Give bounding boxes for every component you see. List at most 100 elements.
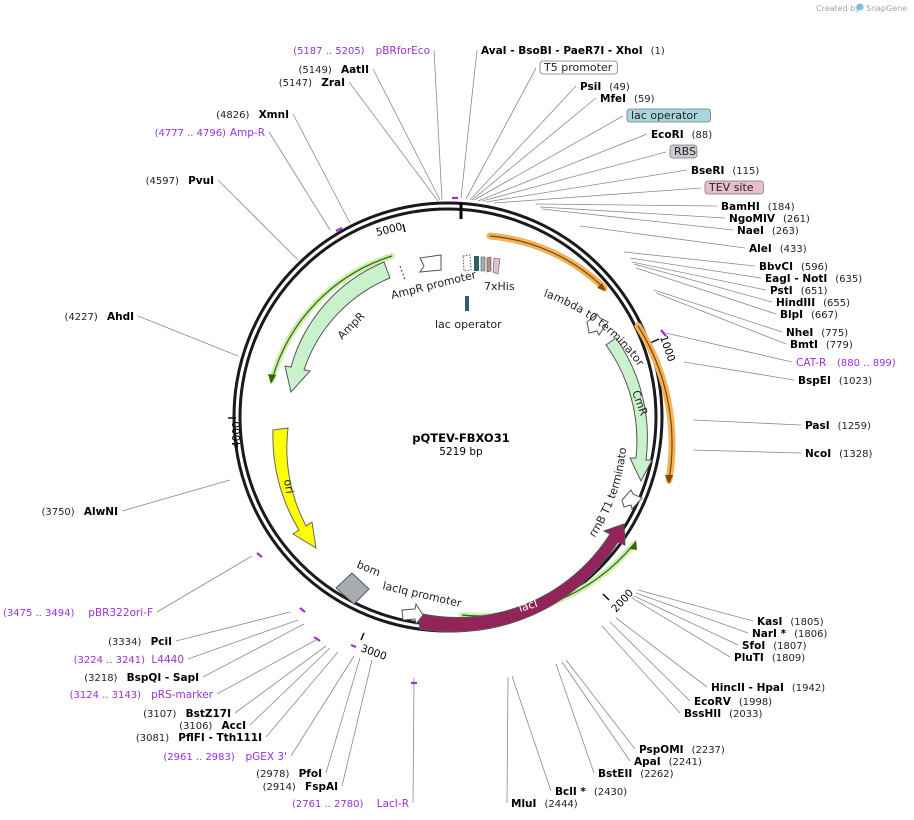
- enzyme-bseri: BseRI(115): [691, 165, 759, 177]
- rrnb-terminator-arrow[interactable]: [621, 489, 643, 511]
- site-left-6[interactable]: (4227) AhdI: [65, 311, 134, 323]
- enzyme-pluti: PluTI(1809): [734, 652, 805, 664]
- laci-feature[interactable]: [417, 523, 626, 633]
- ampr-feature[interactable]: [284, 261, 391, 394]
- site-left-13[interactable]: (3107) BstZ17I: [143, 708, 231, 720]
- site-left-14[interactable]: (3106) AccI: [179, 720, 246, 732]
- site-right-24[interactable]: KasI(1805): [757, 616, 824, 628]
- site-left-12[interactable]: (3124 .. 3143) pRS-marker: [70, 689, 214, 701]
- snapgene-logo-icon: [856, 3, 864, 11]
- rbs-label: RBS: [674, 145, 696, 158]
- site-right-10[interactable]: NgoMIV(261): [729, 213, 810, 225]
- site-right-26[interactable]: SfoI(1807): [742, 640, 807, 652]
- site-left-1[interactable]: (5149) AatII: [299, 64, 369, 76]
- orf-arrowhead-bottom: [630, 540, 637, 550]
- site-right-5[interactable]: EcoRI(88): [651, 129, 712, 141]
- site-right-21[interactable]: BspEI(1023): [798, 375, 872, 387]
- site-right-12[interactable]: AleI(433): [749, 243, 807, 255]
- plasmid-size: 5219 bp: [439, 446, 483, 458]
- site-right-2[interactable]: PsiI(49): [580, 81, 630, 93]
- site-right-34[interactable]: BclI *(2430): [555, 786, 627, 798]
- site-left-4[interactable]: (4777 .. 4796)Amp-R: [155, 127, 265, 139]
- credit-prefix: Created by: [816, 4, 860, 13]
- site-right-22[interactable]: PasI(1259): [805, 420, 871, 432]
- site-right-35[interactable]: MluI(2444): [511, 798, 578, 810]
- orf-arc-right-line: [637, 325, 673, 481]
- site-right-28[interactable]: HincII - HpaI(1942): [711, 682, 825, 694]
- enzyme-bmti: BmtI(779): [790, 339, 853, 351]
- site-right-20[interactable]: CAT-R(880 .. 899): [796, 357, 896, 369]
- bom-label: bom: [355, 558, 383, 580]
- site-left-5[interactable]: (4597) PvuI: [146, 175, 214, 187]
- primer-cat-r: CAT-R: [796, 357, 826, 369]
- site-left-2[interactable]: (5147) ZraI: [279, 77, 345, 89]
- site-right-16[interactable]: HindIII(655): [776, 297, 850, 309]
- site-right-13[interactable]: BbvCI(596): [759, 261, 828, 273]
- enzyme-bstz17i: (3107) BstZ17I: [143, 708, 231, 720]
- site-right-1[interactable]: T5 promoter: [539, 60, 618, 75]
- tev-site-mark: [492, 257, 501, 275]
- site-right-23[interactable]: NcoI(1328): [805, 448, 872, 460]
- site-right-14[interactable]: EagI - NotI(635): [765, 273, 862, 285]
- laciq-promoter-arrow[interactable]: [401, 602, 424, 626]
- t5-promoter-mark: [462, 254, 472, 272]
- lambda-terminator-arrow[interactable]: [586, 313, 609, 336]
- primer-pgex-3: pGEX 3': [245, 751, 287, 763]
- site-left-15[interactable]: (3081) PflFI - Tth111I: [136, 732, 262, 744]
- site-right-0[interactable]: AvaI - BsoBI - PaeR7I - XhoI(1): [481, 45, 665, 57]
- site-right-7[interactable]: BseRI(115): [691, 165, 759, 177]
- enzyme-bspei: BspEI(1023): [798, 375, 872, 387]
- site-right-31[interactable]: PspOMI(2237): [639, 744, 725, 756]
- site-left-9[interactable]: (3334) PciI: [108, 636, 172, 648]
- site-right-27[interactable]: PluTI(1809): [734, 652, 805, 664]
- site-left-19[interactable]: (2761 .. 2780)LacI-R: [292, 798, 409, 810]
- primer-l4440: L4440: [151, 654, 184, 666]
- enzyme-bcli: BclI *(2430): [555, 786, 627, 798]
- site-right-19[interactable]: BmtI(779): [790, 339, 853, 351]
- cmr-feature[interactable]: [605, 337, 653, 483]
- bom-feature[interactable]: [335, 572, 370, 605]
- primer-range: (3124 .. 3143): [70, 690, 142, 701]
- tev-site-box: [704, 180, 764, 195]
- site-right-29[interactable]: EcoRV(1998): [694, 696, 772, 708]
- site-left-7[interactable]: (3750) AlwNI: [41, 506, 118, 518]
- site-right-8[interactable]: TEV site: [704, 180, 764, 195]
- site-right-18[interactable]: NheI(775): [786, 327, 848, 339]
- ori-feature[interactable]: [272, 427, 317, 549]
- t5-promoter-box: [539, 60, 618, 75]
- site-right-15[interactable]: PstI(651): [770, 285, 828, 297]
- site-left-0[interactable]: (5187 .. 5205)pBRforEco: [293, 45, 430, 57]
- site-right-9[interactable]: BamHI(184): [721, 201, 795, 213]
- enzyme-psti: PstI(651): [770, 285, 828, 297]
- primer-prs-marker: pRS-marker: [151, 689, 214, 701]
- tick-1000: 1000: [657, 334, 677, 363]
- site-left-18[interactable]: (2914) FspAI: [263, 781, 338, 793]
- site-right-6[interactable]: RBS: [669, 144, 698, 159]
- lac-operator-label: lac operator: [435, 318, 502, 331]
- site-left-3[interactable]: (4826) XmnI: [216, 109, 289, 121]
- site-right-4[interactable]: lac operator: [626, 108, 711, 123]
- site-right-32[interactable]: ApaI(2241): [634, 756, 702, 768]
- ampr-label: AmpR: [335, 309, 368, 342]
- site-left-8[interactable]: (3475 .. 3494)pBR322ori-F: [3, 607, 153, 619]
- enzyme-mfei: MfeI(59): [600, 93, 655, 105]
- site-right-33[interactable]: BstEII(2262): [598, 768, 674, 780]
- site-right-3[interactable]: MfeI(59): [600, 93, 655, 105]
- site-right-25[interactable]: NarI *(1806): [752, 628, 827, 640]
- enzyme-kasi: KasI(1805): [757, 616, 824, 628]
- site-left-16[interactable]: (2961 .. 2983)pGEX 3': [163, 751, 287, 763]
- site-left-10[interactable]: (3224 .. 3241)L4440: [74, 654, 184, 666]
- site-left-17[interactable]: (2978) PfoI: [256, 768, 322, 780]
- lac-operator-box: [626, 108, 711, 123]
- site-right-17[interactable]: BlpI(667): [780, 309, 838, 321]
- enzyme-fspai: (2914) FspAI: [263, 781, 338, 793]
- ampr-promoter-arrow[interactable]: [419, 254, 442, 273]
- site-left-11[interactable]: (3218) BspQI - SapI: [84, 672, 199, 684]
- orf-arrowhead-top: [597, 283, 606, 291]
- orf-arc-left-line: [271, 255, 393, 381]
- site-right-11[interactable]: NaeI(263): [737, 225, 799, 237]
- enzyme-alei: AleI(433): [749, 243, 807, 255]
- enzyme-bamhi: BamHI(184): [721, 201, 795, 213]
- site-right-30[interactable]: BssHII(2033): [684, 708, 762, 720]
